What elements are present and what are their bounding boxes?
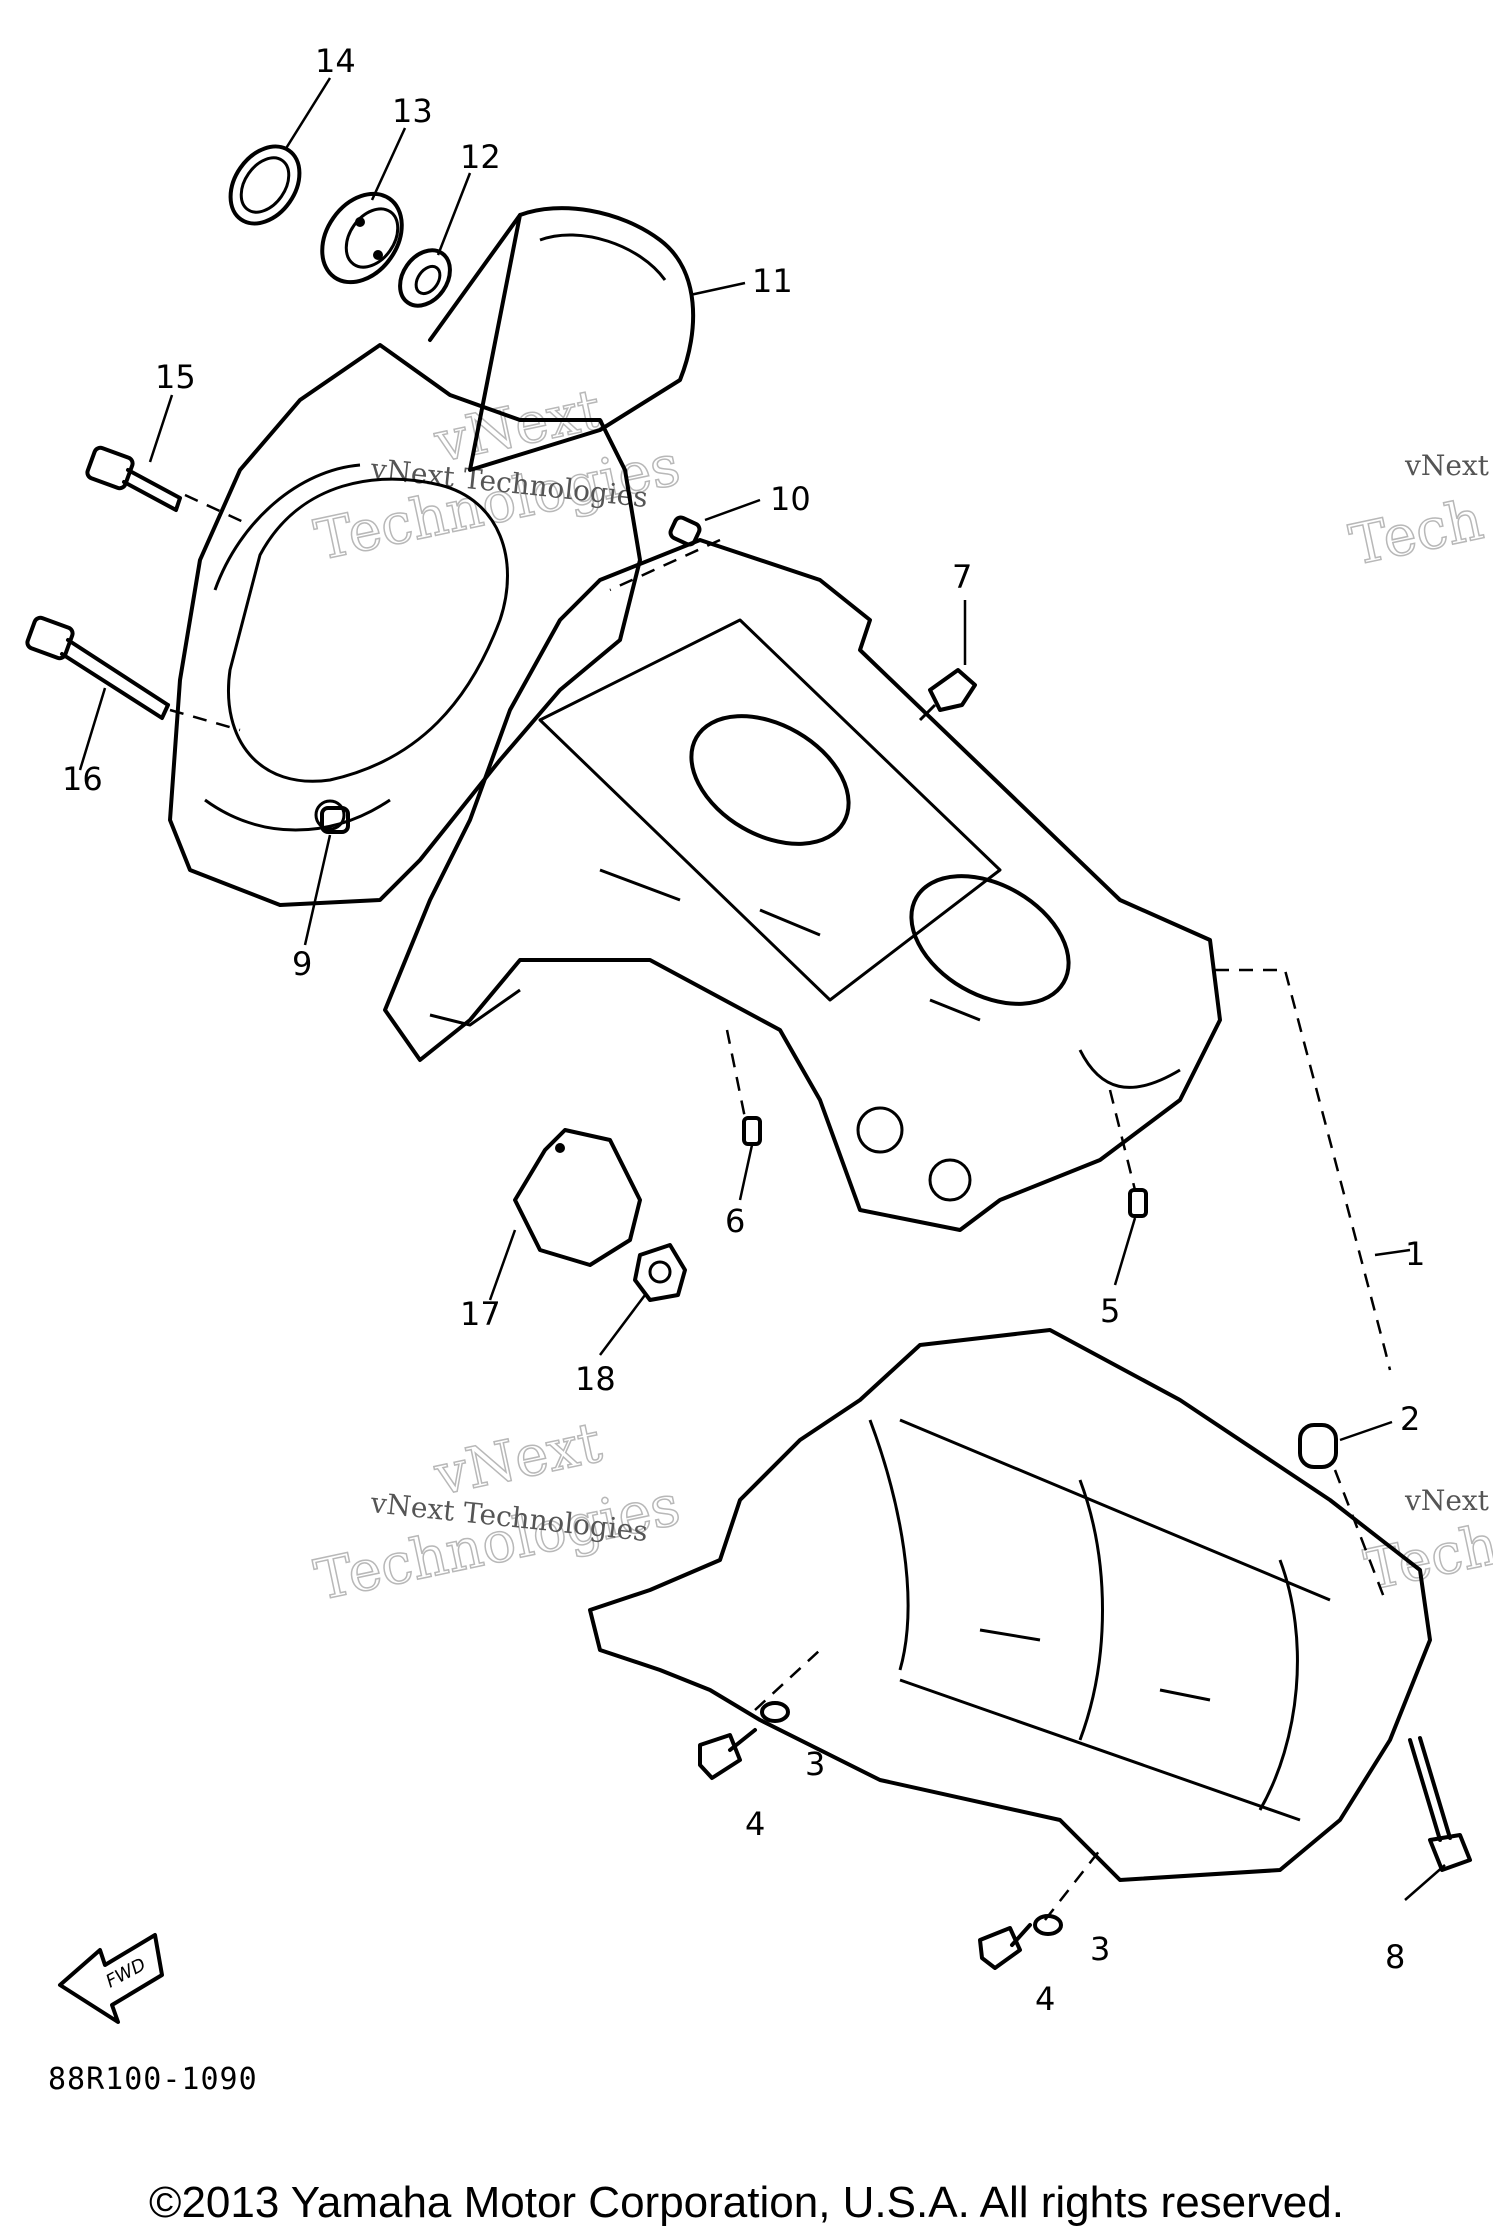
label-13: 13: [392, 92, 433, 130]
part-11-crankcase-cover: [428, 206, 696, 472]
label-11: 11: [752, 262, 793, 300]
label-9: 9: [292, 945, 312, 983]
part-8-stud-bolt: [1408, 1736, 1472, 1872]
part-14-oil-seal: [228, 144, 302, 226]
fwd-arrow-icon: FWD: [58, 1933, 164, 2024]
label-16: 16: [62, 760, 103, 798]
label-2: 2: [1400, 1400, 1420, 1438]
label-7: 7: [952, 558, 972, 596]
label-4b: 4: [1035, 1980, 1055, 2018]
housing-left: [168, 343, 642, 907]
label-5: 5: [1100, 1292, 1120, 1330]
part-16-bolt: [25, 615, 170, 720]
part-6-pin: [742, 1116, 762, 1146]
upper-crankcase: [383, 538, 1222, 1232]
part-7-bolt: [918, 668, 977, 722]
watermark-edge-a: vNext: [1404, 449, 1490, 482]
watermark-group: vNext Technologies vNext Technologies vN…: [309, 376, 1493, 1614]
copyright-notice: ©2013 Yamaha Motor Corporation, U.S.A. A…: [149, 2178, 1344, 2227]
part-2-plug: [1298, 1423, 1338, 1469]
label-12: 12: [460, 138, 501, 176]
watermark-edge-b-2: Tech: [1359, 1512, 1493, 1603]
label-3a: 3: [805, 1745, 825, 1783]
part-17-cover-plate: [513, 1128, 642, 1267]
label-4a: 4: [745, 1805, 765, 1843]
part-13-bearing: [320, 191, 404, 285]
watermark-edge-a-2: vNext: [1404, 1484, 1490, 1517]
part-10-dowel: [668, 515, 702, 547]
part-15-bolt: [85, 445, 182, 512]
watermark-edge-b: Tech: [1344, 487, 1488, 578]
label-1: 1: [1405, 1235, 1425, 1273]
lower-crankcase: [588, 1328, 1432, 1882]
label-15: 15: [155, 358, 196, 396]
leader-lines: [78, 77, 1446, 1921]
label-6: 6: [725, 1202, 745, 1240]
label-10: 10: [770, 480, 811, 518]
part-5-pin: [1128, 1188, 1148, 1218]
part-12-collar: [398, 248, 452, 308]
label-17: 17: [460, 1295, 501, 1333]
part-18-nut: [633, 1243, 687, 1302]
label-8: 8: [1385, 1938, 1405, 1976]
part-4-bolt: [698, 1728, 1032, 1970]
label-3b: 3: [1090, 1930, 1110, 1968]
label-18: 18: [575, 1360, 616, 1398]
part-labels: 14 13 12 11 15 10 7 16 9 6 5 1 17 18 2 3…: [62, 42, 1425, 2018]
part-9-dowel: [320, 806, 350, 834]
label-14: 14: [315, 42, 356, 80]
part-3-washer: [760, 1701, 1063, 1936]
diagram-code: 88R100-1090: [48, 2062, 258, 2097]
